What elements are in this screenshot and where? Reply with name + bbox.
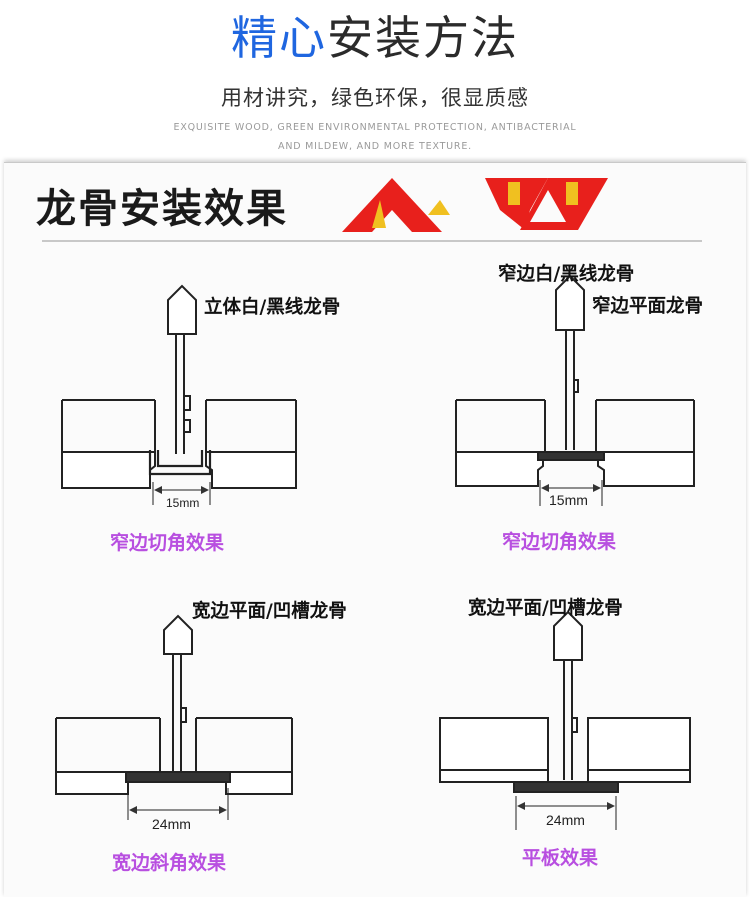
ceiling-panel-right <box>587 717 691 783</box>
hanger-head <box>163 614 193 655</box>
diagram-3-label: 宽边平面/凹槽龙骨 <box>192 601 347 622</box>
section-title: 龙骨安装效果 <box>36 186 288 232</box>
decorative-logo-icon <box>342 178 608 232</box>
diagram-1-label: 立体白/黑线龙骨 <box>204 297 341 318</box>
ceiling-panel-left <box>455 400 544 487</box>
ceiling-panel-left <box>439 717 549 783</box>
ceiling-panel-left <box>61 400 156 489</box>
diagram-1-dimension: 15mm <box>166 496 200 510</box>
header: 精心安装方法 用材讲究，绿色环保，很显质感 EXQUISITE WOOD, GR… <box>0 0 750 165</box>
section-divider <box>42 240 702 242</box>
title-accent: 精心 <box>231 11 327 65</box>
diagram-2-label-2: 窄边平面龙骨 <box>592 296 704 317</box>
diagram-3-caption: 宽边斜角效果 <box>112 852 227 874</box>
diagram-4 <box>439 610 691 830</box>
hanger-head <box>555 274 585 331</box>
diagram-2-caption: 窄边切角效果 <box>502 531 617 553</box>
page-title: 精心安装方法 <box>0 8 750 68</box>
english-line-1: EXQUISITE WOOD, GREEN ENVIRONMENTAL PROT… <box>173 122 577 133</box>
diagram-1-caption: 窄边切角效果 <box>110 532 225 554</box>
keel-profile <box>537 451 605 461</box>
english-tagline: EXQUISITE WOOD, GREEN ENVIRONMENTAL PROT… <box>140 118 610 156</box>
english-line-2: AND MILDEW, AND MORE TEXTURE. <box>278 141 472 152</box>
diagram-4-dimension: 24mm <box>546 812 585 828</box>
diagram-4-caption: 平板效果 <box>522 847 599 869</box>
hanger-head <box>167 284 197 335</box>
diagram-2 <box>455 274 695 506</box>
diagram-2-label-1: 窄边白/黑线龙骨 <box>498 264 635 285</box>
diagram-3-dimension: 24mm <box>152 816 191 832</box>
diagram-1 <box>61 284 297 505</box>
diagram-4-label: 宽边平面/凹槽龙骨 <box>468 598 623 619</box>
keel-profile <box>125 771 231 783</box>
diagram-3 <box>55 614 293 820</box>
subtitle: 用材讲究，绿色环保，很显质感 <box>221 86 529 110</box>
ceiling-panel-right <box>597 400 695 487</box>
diagram-2-dimension: 15mm <box>549 492 588 508</box>
hanger-head <box>553 610 583 661</box>
keel-profile <box>148 450 212 476</box>
keel-profile <box>513 781 619 793</box>
ceiling-panel-right <box>205 400 297 489</box>
title-rest: 安装方法 <box>327 11 519 65</box>
